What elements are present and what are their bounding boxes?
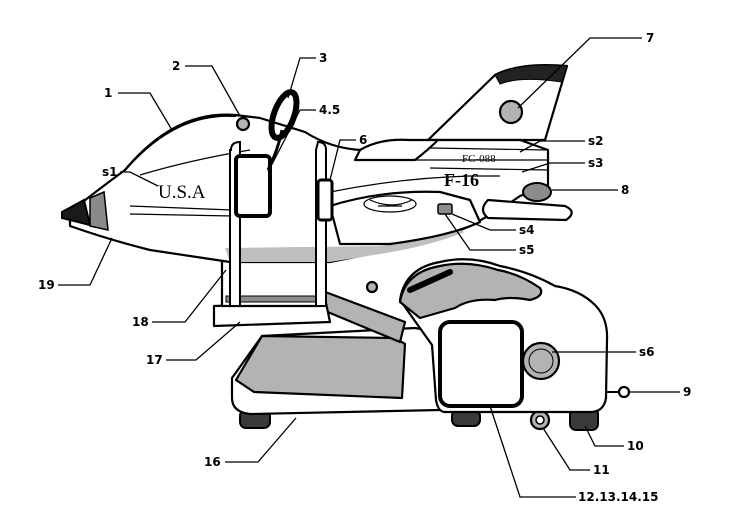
steering-yoke — [268, 89, 300, 141]
handrail-pad-left — [234, 154, 272, 218]
fuselage — [61, 113, 573, 264]
leader-17 — [166, 321, 241, 361]
base-top-shade — [234, 334, 407, 400]
side-stripe — [129, 205, 233, 217]
ride-base — [230, 258, 631, 431]
leader-12 — [489, 405, 576, 498]
leader-s1 — [120, 171, 159, 187]
nose-cone — [61, 198, 92, 227]
leader-s2 — [519, 140, 585, 153]
callout-9: 9 — [683, 385, 691, 399]
callout-19: 19 — [38, 278, 55, 292]
callout-s3: s3 — [588, 156, 604, 170]
callout-18: 18 — [132, 315, 149, 329]
tail-emblem — [498, 99, 524, 125]
horizontal-stabilizer — [481, 198, 573, 222]
leader-3 — [287, 57, 316, 99]
leader-1 — [118, 92, 173, 131]
decal-model: F-16 — [444, 170, 479, 190]
callout-10: 10 — [627, 439, 644, 453]
leader-s5 — [444, 213, 516, 251]
callout-s5: s5 — [519, 243, 535, 257]
wing-emblem — [363, 195, 417, 213]
control-stick — [266, 89, 300, 171]
leader-19 — [58, 237, 113, 286]
leader-2 — [185, 65, 241, 117]
decal-country: U.S.A — [158, 182, 206, 203]
rear-deck — [353, 138, 440, 162]
coin-dial — [521, 341, 561, 381]
callout-6: 6 — [359, 133, 367, 147]
callout-16: 16 — [204, 455, 221, 469]
trigger-button — [437, 203, 453, 215]
leader-7 — [517, 37, 642, 109]
handrail-pad-right — [316, 178, 334, 222]
power-switch — [617, 385, 631, 399]
tail-fin — [426, 63, 569, 142]
handrails — [229, 140, 334, 307]
callout-3: 3 — [319, 51, 327, 65]
callout-45: 4.5 — [319, 103, 340, 117]
callout-s1: s1 — [102, 165, 118, 179]
callout-s4: s4 — [519, 223, 535, 237]
jet-exhaust — [522, 182, 552, 202]
callout-1: 1 — [104, 86, 112, 100]
leader-6 — [329, 139, 356, 181]
callout-s6: s6 — [639, 345, 655, 359]
callout-labels: 1 2 3 4.5 6 7 8 9 10 11 12.13.14.15 16 1… — [38, 31, 691, 504]
decal-tail-code: FC-088 — [462, 153, 496, 165]
callout-2: 2 — [172, 59, 180, 73]
belly-shade — [225, 228, 465, 262]
leader-16 — [225, 417, 297, 463]
callout-8: 8 — [621, 183, 629, 197]
leader-s4 — [451, 213, 516, 231]
callout-7: 7 — [646, 31, 654, 45]
leader-s3 — [521, 162, 585, 173]
leader-18 — [152, 269, 227, 323]
callout-11: 11 — [593, 463, 610, 477]
seat-button — [235, 116, 251, 132]
leader-lines — [58, 37, 680, 498]
canopy — [123, 114, 237, 172]
leader-10 — [584, 425, 624, 447]
wing — [328, 190, 482, 246]
callout-12-15: 12.13.14.15 — [578, 490, 658, 504]
callout-s2: s2 — [588, 134, 604, 148]
callout-17: 17 — [146, 353, 163, 367]
leader-45 — [267, 109, 316, 173]
coin-door — [438, 320, 524, 408]
leader-11 — [542, 427, 590, 471]
